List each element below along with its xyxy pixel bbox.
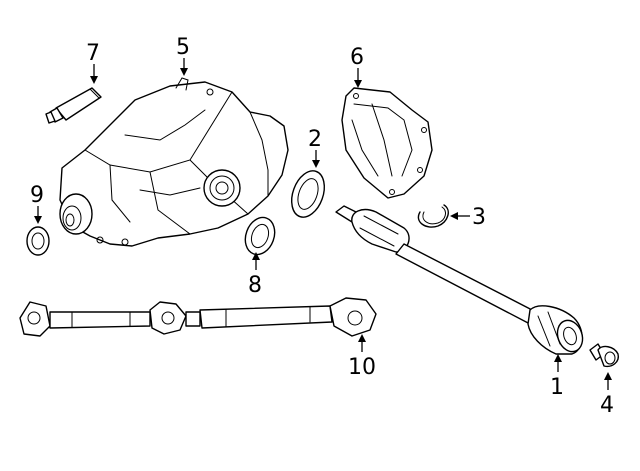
callout-5: 5 — [176, 35, 190, 60]
callout-2: 2 — [308, 127, 322, 152]
callout-1: 1 — [550, 375, 564, 400]
callout-6: 6 — [350, 45, 364, 70]
callout-10: 10 — [348, 355, 376, 380]
part-10-drive-shaft — [19, 297, 377, 337]
callout-9: 9 — [30, 183, 44, 208]
callout-7: 7 — [86, 41, 100, 66]
part-2-seal — [290, 170, 326, 218]
part-4-bolt — [589, 343, 619, 368]
part-3-snap-ring — [417, 204, 449, 228]
part-5-differential-housing — [59, 77, 289, 247]
part-9-seal — [26, 226, 50, 256]
part-8-seal — [244, 216, 276, 256]
callout-8: 8 — [248, 273, 262, 298]
part-1-axle-shaft — [335, 205, 584, 355]
callout-3: 3 — [472, 205, 486, 230]
callout-4: 4 — [600, 393, 614, 418]
part-7-sealant-tube — [45, 87, 102, 124]
part-6-cover — [341, 87, 433, 199]
leader-lines — [34, 58, 612, 390]
